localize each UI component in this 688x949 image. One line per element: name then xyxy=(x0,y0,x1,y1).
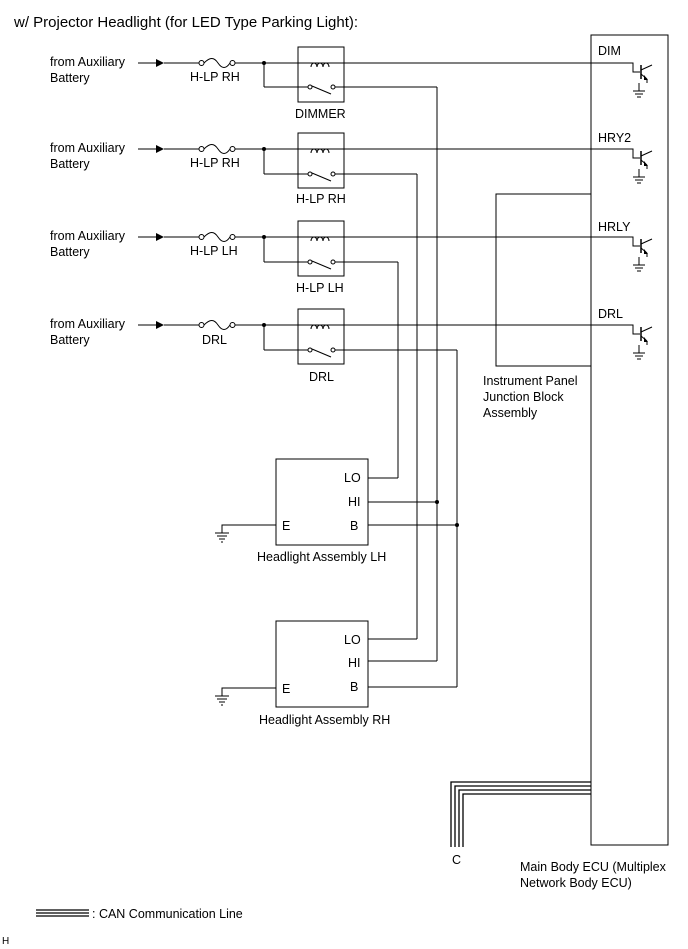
relay-label: DIMMER xyxy=(295,107,346,121)
relay-box xyxy=(297,132,345,189)
source-label-line1: from Auxiliary xyxy=(50,229,126,243)
circuit-row-drl: from Auxiliary Battery DRL DRL DRL xyxy=(50,307,653,687)
connector-c-label: C xyxy=(452,853,461,867)
relay-coil-icon xyxy=(310,148,330,154)
pin-hi-label: HI xyxy=(348,656,361,670)
fuse-label: H-LP RH xyxy=(190,70,240,84)
headlight-assembly-lh: LO HI B E Headlight Assembly LH xyxy=(215,458,459,564)
fuse-icon xyxy=(198,232,236,242)
relay-label: DRL xyxy=(309,370,334,384)
circuit-row-dimmer: from Auxiliary Battery H-LP RH DIMMER DI… xyxy=(50,44,653,661)
ecu-pin-label: HRY2 xyxy=(598,131,631,145)
arrow-icon xyxy=(156,321,164,329)
ground-icon xyxy=(215,532,229,543)
relay-box xyxy=(297,220,345,277)
ground-icon xyxy=(215,695,229,706)
junction-dot xyxy=(455,523,459,527)
source-label-line2: Battery xyxy=(50,333,90,347)
arrow-icon xyxy=(156,233,164,241)
relay-switch-icon xyxy=(307,171,336,182)
fuse-icon xyxy=(198,320,236,330)
relay-coil-icon xyxy=(310,62,330,68)
fuse-label: H-LP RH xyxy=(190,156,240,170)
headlight-rh-label: Headlight Assembly RH xyxy=(259,713,390,727)
fuse-icon xyxy=(198,58,236,68)
source-label-line1: from Auxiliary xyxy=(50,141,126,155)
transistor-icon xyxy=(591,62,653,98)
junction-dot xyxy=(435,500,439,504)
transistor-icon xyxy=(591,236,653,272)
ecu-pin-label: DRL xyxy=(598,307,623,321)
corner-mark: H xyxy=(2,936,9,947)
relay-coil-icon xyxy=(310,236,330,242)
junction-block-label-line2: Junction Block xyxy=(483,390,564,404)
circuit-row-hlp-lh: from Auxiliary Battery H-LP LH H-LP LH H… xyxy=(50,220,653,479)
junction-block-label-line3: Assembly xyxy=(483,406,538,420)
fuse-icon xyxy=(198,144,236,154)
fuse-label: DRL xyxy=(202,333,227,347)
ecu-pin-label: HRLY xyxy=(598,220,631,234)
headlight-assembly-rh: LO HI B E Headlight Assembly RH xyxy=(215,620,457,727)
diagram-title: w/ Projector Headlight (for LED Type Par… xyxy=(13,14,358,31)
headlight-lh-label: Headlight Assembly LH xyxy=(257,550,386,564)
relay-box xyxy=(297,46,345,103)
pin-b-label: B xyxy=(350,680,358,694)
legend-label: : CAN Communication Line xyxy=(92,907,243,921)
relay-box xyxy=(297,308,345,365)
pin-lo-label: LO xyxy=(344,471,361,485)
arrow-icon xyxy=(156,145,164,153)
relay-switch-icon xyxy=(307,259,336,270)
relay-label: H-LP RH xyxy=(296,192,346,206)
transistor-icon xyxy=(591,324,653,360)
source-label-line1: from Auxiliary xyxy=(50,55,126,69)
source-label-line2: Battery xyxy=(50,245,90,259)
pin-b-label: B xyxy=(350,519,358,533)
legend-can-line-icon xyxy=(36,909,89,917)
transistor-icon xyxy=(591,148,653,184)
pin-lo-label: LO xyxy=(344,633,361,647)
arrow-icon xyxy=(156,59,164,67)
relay-coil-icon xyxy=(310,324,330,330)
pin-e-label: E xyxy=(282,519,290,533)
can-bus-lines xyxy=(450,781,591,847)
pin-hi-label: HI xyxy=(348,495,361,509)
junction-block-label-line1: Instrument Panel xyxy=(483,374,578,388)
ecu-label-line2: Network Body ECU) xyxy=(520,876,632,890)
source-label-line1: from Auxiliary xyxy=(50,317,126,331)
main-body-ecu-box xyxy=(590,34,669,846)
circuit-row-hlp-rh: from Auxiliary Battery H-LP RH H-LP RH H… xyxy=(50,131,653,639)
relay-switch-icon xyxy=(307,347,336,358)
source-label-line2: Battery xyxy=(50,71,90,85)
relay-label: H-LP LH xyxy=(296,281,344,295)
junction-block-box xyxy=(495,193,592,367)
source-label-line2: Battery xyxy=(50,157,90,171)
ecu-label-line1: Main Body ECU (Multiplex xyxy=(520,860,667,874)
relay-switch-icon xyxy=(307,84,336,95)
pin-e-label: E xyxy=(282,682,290,696)
ecu-pin-label: DIM xyxy=(598,44,621,58)
fuse-label: H-LP LH xyxy=(190,244,238,258)
